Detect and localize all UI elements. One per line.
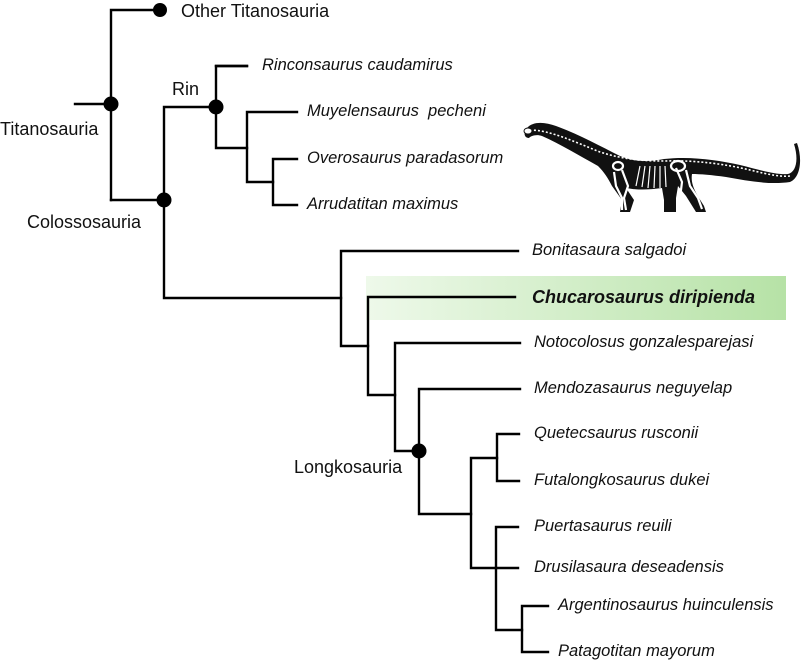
clade-label-rin: Rin [172, 79, 200, 99]
branch-muyelensaurus-clade [245, 110, 299, 184]
taxon-overosaurus: Overosaurus paradasorum [307, 149, 504, 167]
taxon-mendozasaurus: Mendozasaurus neguyelap [534, 379, 733, 397]
node-other-titanosauria [153, 3, 167, 17]
branch-longkosauria [417, 387, 522, 516]
branch-lower-split [469, 456, 499, 570]
taxon-drusilasaura: Drusilasaura deseadensis [534, 558, 724, 576]
taxon-futalongkosaurus: Futalongkosaurus dukei [534, 471, 710, 489]
taxon-other-titanosauria: Other Titanosauria [181, 1, 330, 21]
taxon-arrudatitan: Arrudatitan maximus [307, 195, 459, 213]
taxon-bonitasaura: Bonitasaura salgadoi [532, 241, 687, 259]
taxon-notocolosus: Notocolosus gonzalesparejasi [534, 333, 754, 351]
taxon-patagotitan: Patagotitan mayorum [558, 642, 715, 660]
branch-overosaurus-clade [271, 157, 299, 207]
branch-notocolosus-node [393, 341, 522, 453]
branch-titanosauria [109, 8, 162, 202]
sauropod-skeleton-illustration [523, 122, 801, 212]
taxon-argentinosaurus: Argentinosaurus huinculensis [558, 596, 774, 614]
branch-argentinosaurus-clade [520, 604, 550, 654]
node-rin [208, 99, 224, 115]
taxon-quetecsaurus: Quetecsaurus rusconii [534, 424, 699, 442]
node-colossosauria [156, 192, 172, 208]
clade-label-colossosauria: Colossosauria [27, 212, 142, 232]
branch-quetecsaurus-clade [495, 432, 521, 483]
taxon-chucarosaurus: Chucarosaurus diripienda [532, 287, 756, 307]
taxon-puertasaurus: Puertasaurus reuili [534, 517, 672, 535]
branch-bonitasaura-node [339, 249, 520, 348]
branch-chucarosaurus-node [366, 295, 517, 397]
taxon-muyelensaurus: Muyelensaurus pecheni [307, 102, 486, 120]
branch-puertasaurus-clade [494, 525, 524, 632]
node-longkosauria [411, 443, 427, 459]
clade-label-longkosauria: Longkosauria [294, 457, 403, 477]
taxon-rinconsaurus: Rinconsaurus caudamirus [262, 56, 453, 74]
node-titanosauria [103, 96, 119, 112]
clade-label-titanosauria: Titanosauria [0, 119, 99, 139]
